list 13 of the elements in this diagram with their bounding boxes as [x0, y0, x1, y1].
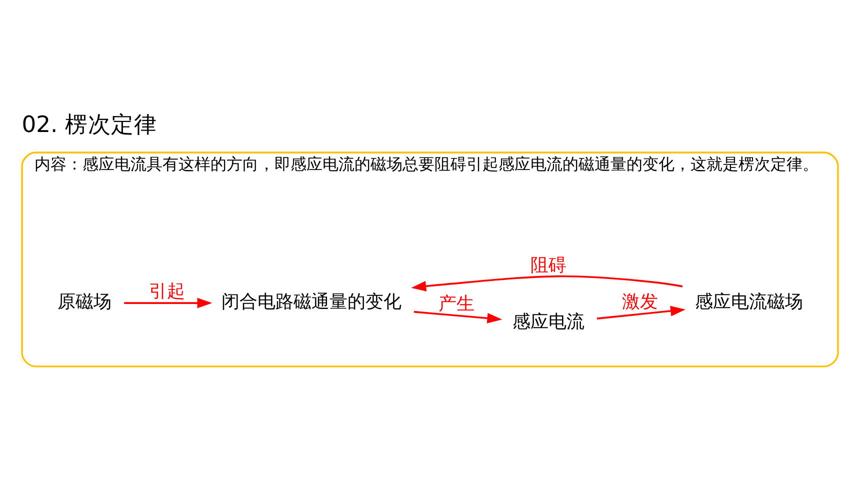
edge-label: 引起 — [148, 280, 185, 302]
arrow — [124, 297, 212, 308]
node-text: 感应电流磁场 — [695, 290, 804, 312]
arrow — [411, 274, 683, 291]
edge-label: 产生 — [438, 293, 475, 314]
node-text: 原磁场 — [57, 290, 112, 312]
node-text: 感应电流 — [512, 311, 584, 332]
edge-label: 阻碍 — [530, 254, 566, 276]
arrow — [414, 310, 502, 323]
arrow — [596, 305, 686, 319]
diagram-title: 02. 楞次定律 — [22, 112, 157, 138]
node-text: 闭合电路磁通量的变化 — [222, 290, 402, 312]
edge-label: 激发 — [622, 290, 658, 312]
